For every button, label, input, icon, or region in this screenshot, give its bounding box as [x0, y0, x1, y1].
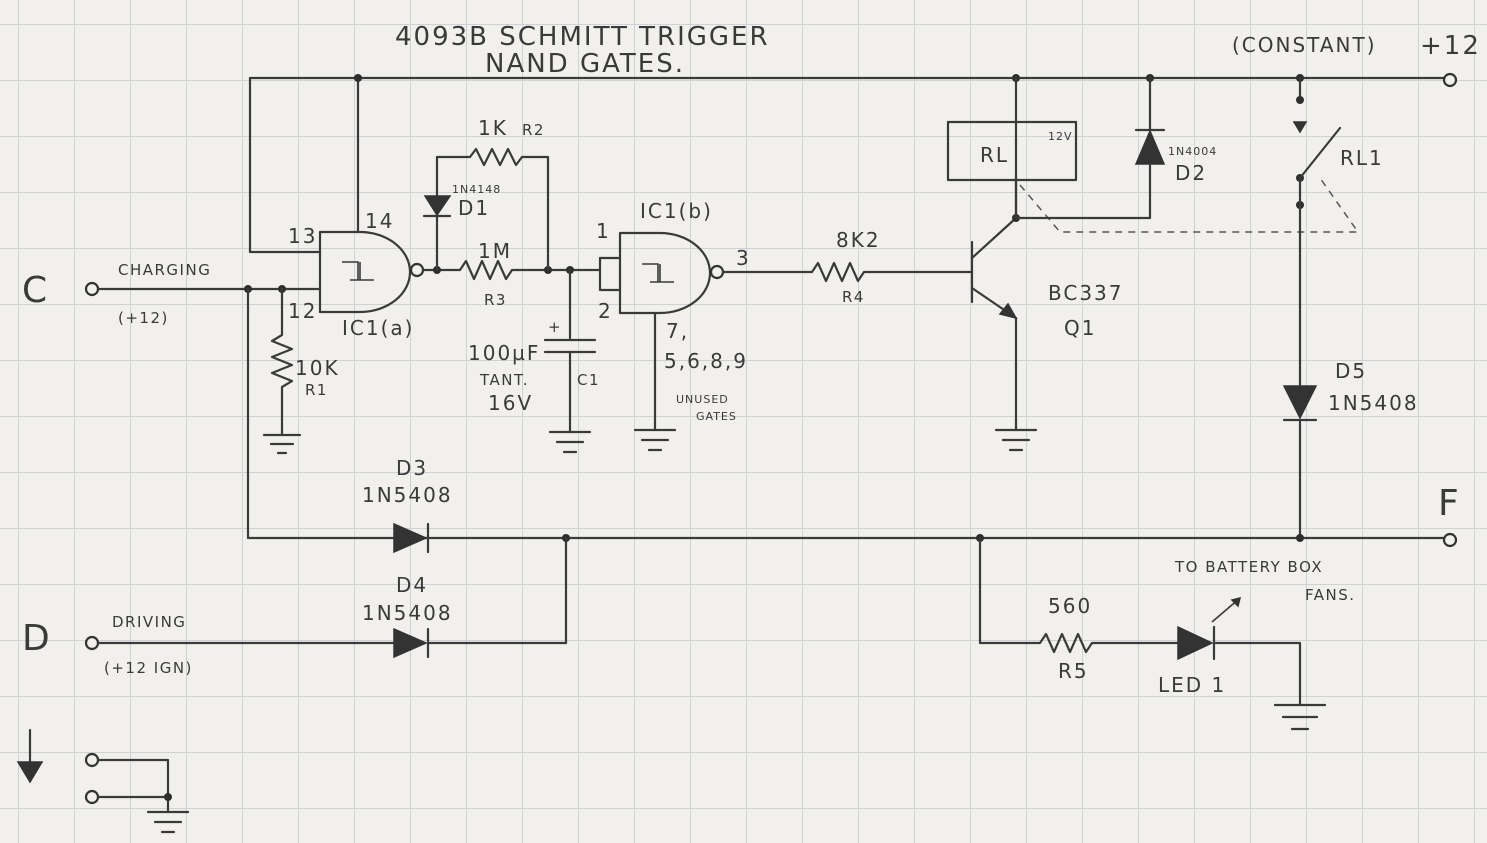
input-c-terminal	[84, 281, 100, 297]
ic1b-gate	[598, 231, 725, 452]
r1-resistor	[262, 287, 302, 455]
supply-rail	[248, 74, 1447, 254]
r4-resistor	[721, 261, 974, 283]
d2-diode	[1014, 76, 1166, 220]
ic1a-pin12: 12	[288, 299, 317, 323]
d5-ref: D5	[1335, 359, 1367, 383]
c1-ref: C1	[577, 371, 600, 389]
q1-part: BC337	[1048, 281, 1124, 305]
c1-voltage: 16V	[488, 391, 533, 415]
output-bus	[246, 287, 1446, 542]
input-d-terminal	[84, 635, 100, 651]
ic1b-pin3: 3	[736, 246, 751, 270]
constant-note: (CONSTANT)	[1232, 33, 1377, 57]
input-d-label: DRIVING	[112, 613, 186, 631]
supply-label: +12	[1420, 31, 1481, 61]
ic1b-unused-line2: GATES	[696, 410, 737, 423]
r5-ref: R5	[1058, 659, 1089, 683]
ic1a-pin14: 14	[365, 209, 394, 233]
c1-type: TANT.	[479, 371, 529, 389]
ic1a-output-network	[421, 147, 602, 281]
output-f-terminal	[1442, 532, 1458, 548]
output-note-line2: FANS.	[1305, 586, 1356, 604]
d3-part: 1N5408	[362, 483, 453, 507]
d4-diode	[96, 536, 568, 659]
d5-diode	[1282, 203, 1318, 540]
d3-diode	[393, 522, 430, 554]
r1-ref: R1	[305, 381, 328, 399]
relay-coil	[946, 120, 1078, 220]
ic1b-unused-line1: UNUSED	[676, 393, 729, 406]
supply-terminal	[1442, 72, 1458, 88]
d2-ref: D2	[1175, 161, 1207, 185]
r3-value: 1M	[478, 239, 512, 263]
d4-ref: D4	[396, 573, 428, 597]
ground-connector	[16, 728, 190, 834]
r2-ref: R2	[522, 121, 545, 139]
d1-ref: D1	[458, 196, 490, 220]
input-c-letter: C	[22, 270, 47, 311]
r5-led-branch	[978, 536, 1327, 731]
ic1a-pin13: 13	[288, 224, 317, 248]
r5-value: 560	[1048, 594, 1092, 618]
ic1b-pin1: 1	[596, 219, 611, 243]
ic1b-label: IC1(b)	[640, 199, 713, 223]
input-d-note: (+12 IGN)	[104, 659, 193, 677]
relay-linkage	[1019, 177, 1360, 233]
q1-transistor	[970, 76, 1038, 452]
r4-ref: R4	[842, 288, 865, 306]
r3-ref: R3	[484, 291, 507, 309]
title-line1: 4093B SCHMITT TRIGGER	[395, 22, 770, 52]
input-c-label: CHARGING	[118, 261, 211, 279]
r1-value: 10K	[295, 356, 340, 380]
d5-part: 1N5408	[1328, 391, 1419, 415]
ic1b-pin2: 2	[598, 299, 613, 323]
d4-part: 1N5408	[362, 601, 453, 625]
r4-value: 8K2	[836, 228, 881, 252]
title-line2: NAND GATES.	[485, 49, 685, 79]
c1-capacitor	[543, 268, 597, 454]
output-note-line1: TO BATTERY BOX	[1174, 558, 1323, 576]
input-d-letter: D	[22, 618, 50, 659]
q1-ref: Q1	[1064, 316, 1096, 340]
output-f-letter: F	[1438, 483, 1459, 524]
d3-ref: D3	[396, 456, 428, 480]
led-ref: LED 1	[1158, 673, 1226, 697]
relay-contact	[1292, 76, 1342, 209]
input-c-note: (+12)	[118, 309, 169, 327]
c1-plus: +	[548, 318, 562, 336]
relay-contact-label: RL1	[1340, 146, 1384, 170]
r2-value: 1K	[478, 116, 508, 140]
relay-coil-label: RL	[980, 143, 1009, 167]
ic1a-gate	[318, 230, 425, 314]
d2-part: 1N4004	[1168, 145, 1217, 158]
relay-coil-voltage: 12V	[1048, 130, 1073, 143]
c1-value: 100µF	[468, 341, 540, 365]
d1-part: 1N4148	[452, 183, 501, 196]
ic1b-unused-pins: 5,6,8,9	[664, 349, 748, 373]
ic1a-label: IC1(a)	[342, 316, 414, 340]
ic1b-pin7: 7,	[666, 319, 689, 343]
